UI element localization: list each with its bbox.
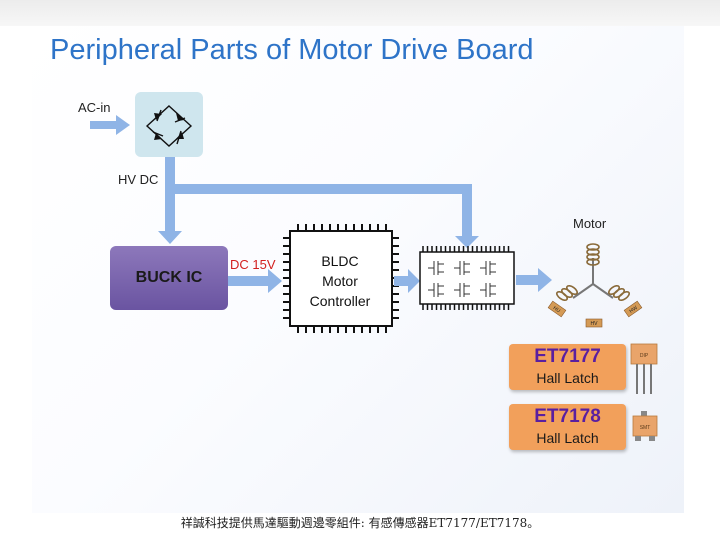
controller-to-driver-arrow: [394, 269, 420, 293]
viewer-top-bar: [0, 0, 720, 26]
bridge-rectifier: [135, 92, 203, 157]
driver-to-motor-arrow: [516, 268, 552, 292]
buck-ic-block: BUCK IC: [110, 246, 228, 310]
block-diagram: HU HV HW DIP SMT: [90, 92, 658, 441]
hall-sensor-hw: HW: [623, 300, 643, 318]
bldc-controller-chip: [283, 224, 399, 333]
hv-dc-label: HV DC: [118, 172, 159, 187]
svg-text:SMT: SMT: [640, 425, 651, 431]
svg-text:HV: HV: [591, 321, 599, 327]
smt-package-icon: SMT: [632, 411, 658, 441]
hall-type: Hall Latch: [536, 370, 599, 386]
hv-dc-bus: [158, 157, 479, 248]
hall-part-number: ET7178: [534, 406, 601, 427]
ac-in-arrow: [90, 115, 130, 135]
motor-windings-icon: HU HV HW: [547, 243, 643, 328]
controller-label-line1: BLDC: [321, 253, 359, 269]
slide-title: Peripheral Parts of Motor Drive Board: [50, 34, 534, 66]
buck-ic-label: BUCK IC: [135, 269, 203, 286]
hall-type: Hall Latch: [536, 430, 599, 446]
controller-label-line3: Controller: [309, 293, 371, 309]
svg-text:HW: HW: [628, 305, 638, 315]
dc15v-label: DC 15V: [230, 257, 276, 272]
hall-sensor-hv: HV: [585, 318, 603, 328]
slide: Peripheral Parts of Motor Drive Board: [32, 26, 684, 513]
controller-label: BLDC Motor Controller: [294, 246, 386, 316]
hall-part-number: ET7177: [534, 346, 601, 367]
caption: 祥誠科技提供馬達驅動週邊零組件: 有感傳感器ET7177/ET7178。: [180, 516, 540, 530]
dip-package-icon: DIP: [630, 343, 658, 394]
driver-ic: [419, 246, 515, 310]
dc15v-arrow: [228, 269, 282, 293]
hall-sensor-card-et7178: ET7178 Hall Latch: [509, 404, 626, 450]
motor-label: Motor: [573, 216, 607, 231]
ac-in-label: AC-in: [78, 100, 111, 115]
controller-label-line2: Motor: [322, 273, 358, 289]
hall-sensor-card-et7177: ET7177 Hall Latch: [509, 344, 626, 390]
svg-text:HU: HU: [552, 305, 562, 314]
hall-sensor-hu: HU: [547, 300, 567, 318]
svg-text:DIP: DIP: [640, 353, 649, 359]
